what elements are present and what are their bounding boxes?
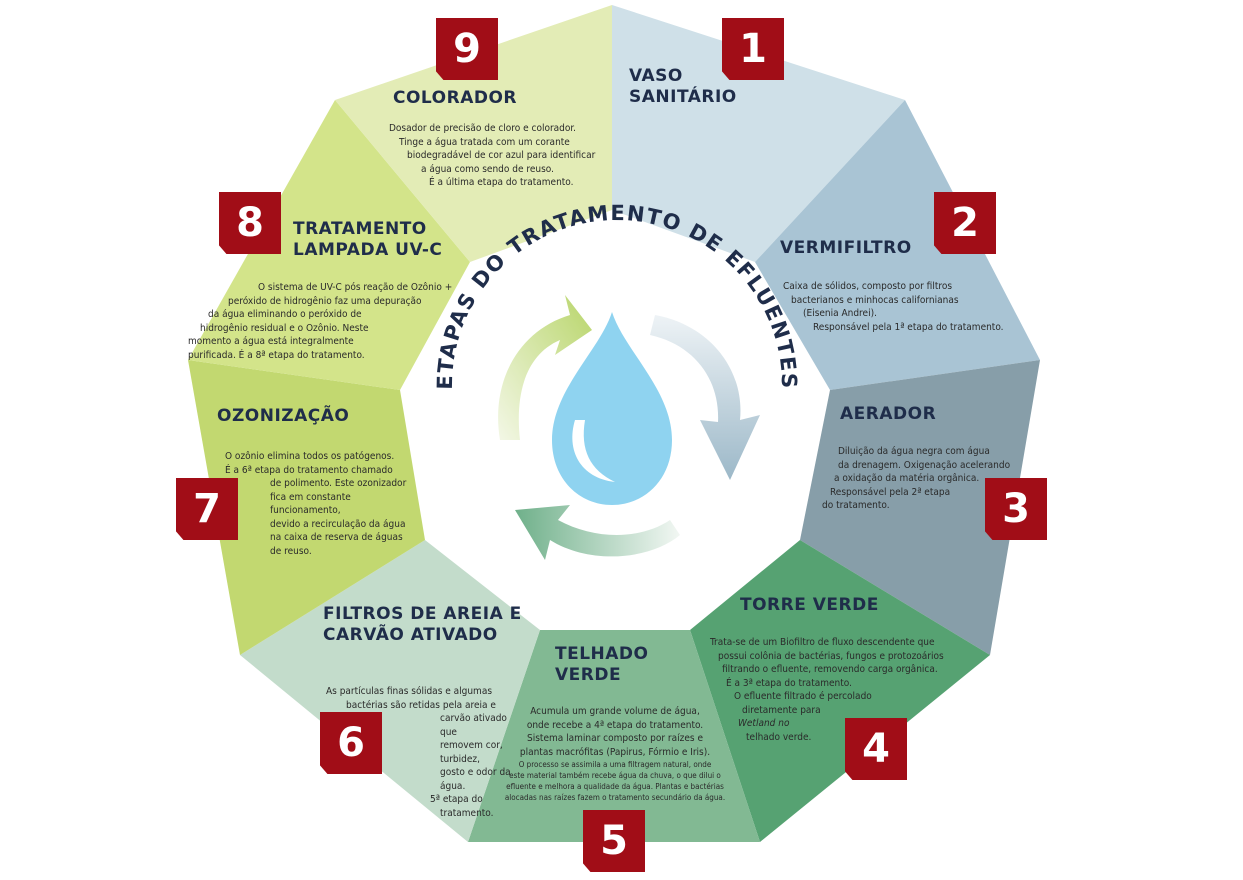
segment-step-2 — [755, 100, 1040, 390]
step-2-number-badge: 2 — [934, 192, 996, 254]
step-4-number-badge: 4 — [845, 718, 907, 780]
description-note-line: efluente e melhora a qualidade da água. … — [506, 782, 724, 791]
cycle-arrow-icon — [650, 315, 760, 480]
step-3-number-badge: 3 — [985, 478, 1047, 540]
description-line: 5ª etapa do — [430, 794, 483, 805]
description-line: bactérias são retidas pela areia e — [346, 699, 496, 711]
cycle-arrow-icon — [515, 505, 680, 560]
description-line: É a última etapa do tratamento. — [429, 177, 574, 188]
description-line: fica em constante funcionamento, — [270, 491, 351, 517]
description-line: Sistema laminar composto por raízes e — [527, 733, 703, 744]
description-line: na caixa de reserva de águas — [270, 532, 403, 543]
description-line: Wetland no — [738, 718, 790, 729]
description-line: Tinge a água tratada com um corante — [399, 136, 570, 148]
description-line: diretamente para — [742, 704, 821, 716]
segment-step-9 — [335, 5, 612, 262]
description-line: telhado verde. — [746, 731, 812, 743]
cycle-arrow-icon — [498, 295, 592, 440]
step-5-description: Acumula um grande volume de água, onde re… — [490, 705, 740, 803]
description-line: hidrogênio residual e o Ozônio. Neste — [200, 322, 369, 334]
step-2-title: VERMIFILTRO — [780, 238, 912, 258]
segment-step-6 — [240, 540, 540, 842]
step-9-title: COLORADOR — [393, 88, 518, 108]
description-line: biodegradável de cor azul para identific… — [407, 150, 596, 161]
step-9-number-badge: 9 — [436, 18, 498, 80]
description-line: Responsável pela 1ª etapa do tratamento. — [813, 321, 1004, 333]
description-line: É a 3ª etapa do tratamento. — [726, 677, 852, 689]
drop-highlight — [572, 420, 615, 482]
step-6-title: FILTROS DE AREIA E CARVÃO ATIVADO — [323, 604, 522, 645]
step-7-number-badge: 7 — [176, 478, 238, 540]
step-9-description: Dosador de precisão de cloro e colorador… — [383, 122, 623, 190]
description-line: filtrando o efluente, removendo carga or… — [722, 664, 938, 675]
description-line: devido a recirculação da água — [270, 518, 406, 530]
description-line: O ozônio elimina todos os patógenos. — [225, 451, 395, 462]
description-note-line: este material também recebe água da chuv… — [509, 771, 721, 780]
step-8-title: TRATAMENTO LAMPADA UV-C — [293, 219, 443, 260]
description-line: bacterianos e minhocas californianas — [791, 294, 959, 306]
description-line: removem cor, turbidez, — [440, 740, 503, 765]
description-line: (Eisenia Andrei). — [803, 308, 877, 319]
description-line: a oxidação da matéria orgânica. — [834, 473, 980, 484]
description-note-line: O processo se assimila a uma filtragem n… — [518, 760, 712, 769]
step-6-description: As partículas finas sólidas e algumas bac… — [320, 685, 520, 820]
description-line: É a 6ª etapa do tratamento chamado — [225, 464, 393, 476]
step-6-number-badge: 6 — [320, 712, 382, 774]
segment-step-3 — [800, 360, 1040, 655]
description-line: O efluente filtrado é percolado — [734, 691, 872, 702]
description-line: gosto e odor da água. — [440, 767, 511, 792]
step-7-title: OZONIZAÇÃO — [217, 406, 350, 426]
step-3-title: AERADOR — [840, 404, 937, 424]
description-line: Dosador de precisão de cloro e colorador… — [389, 123, 577, 134]
step-2-description: Caixa de sólidos, composto por filtros ba… — [783, 280, 1043, 334]
description-line: tratamento. — [440, 807, 494, 819]
description-line: de polimento. Este ozonizador — [270, 478, 407, 489]
segment-step-5 — [468, 630, 760, 842]
step-4-description: Trata-se de um Biofiltro de fluxo descen… — [706, 636, 976, 744]
description-line: Responsável pela 2ª etapa — [830, 486, 951, 498]
description-line: plantas macrófitas (Papirus, Fórmio e Ir… — [519, 746, 711, 758]
step-4-title: TORRE VERDE — [740, 595, 879, 615]
step-7-description: O ozônio elimina todos os patógenos. É a … — [215, 450, 415, 558]
step-1-title: VASO SANITÁRIO — [629, 66, 737, 107]
description-line: onde recebe a 4ª etapa do tratamento. — [526, 719, 704, 731]
segment-step-1 — [612, 5, 905, 262]
step-5-number-badge: 5 — [583, 810, 645, 872]
description-line: momento a água está integralmente — [188, 336, 354, 347]
description-line: a água como sendo de reuso. — [421, 163, 554, 175]
description-line: Acumula um grande volume de água, — [530, 706, 700, 717]
description-line: As partículas finas sólidas e algumas — [326, 686, 493, 697]
description-line: possui colônia de bactérias, fungos e pr… — [718, 650, 944, 662]
description-line: O sistema de UV-C pós reação de Ozônio + — [258, 282, 453, 293]
step-1-number-badge: 1 — [722, 18, 784, 80]
description-line: Caixa de sólidos, composto por filtros — [783, 281, 953, 292]
description-line: purificada. É a 8ª etapa do tratamento. — [188, 349, 365, 361]
step-8-description: O sistema de UV-C pós reação de Ozônio +… — [188, 281, 463, 362]
step-8-number-badge: 8 — [219, 192, 281, 254]
description-line: da drenagem. Oxigenação acelerando — [838, 459, 1011, 471]
description-line: de reuso. — [270, 545, 312, 557]
segment-step-4 — [690, 540, 990, 842]
description-line: Trata-se de um Biofiltro de fluxo descen… — [710, 637, 935, 648]
description-line: do tratamento. — [822, 500, 890, 511]
description-line: da água eliminando o peróxido de — [208, 309, 362, 320]
segment-step-7 — [188, 360, 425, 655]
description-line: peróxido de hidrogênio faz uma depuração — [228, 295, 422, 307]
step-5-title: TELHADO VERDE — [555, 644, 649, 685]
description-line: Diluição da água negra com água — [838, 446, 990, 457]
description-note-line: alocadas nas raízes fazem o tratamento s… — [504, 793, 726, 802]
step-3-description: Diluição da água negra com água da drenag… — [822, 445, 1042, 513]
description-line: carvão ativado que — [440, 713, 507, 738]
segment-step-8 — [188, 100, 470, 390]
